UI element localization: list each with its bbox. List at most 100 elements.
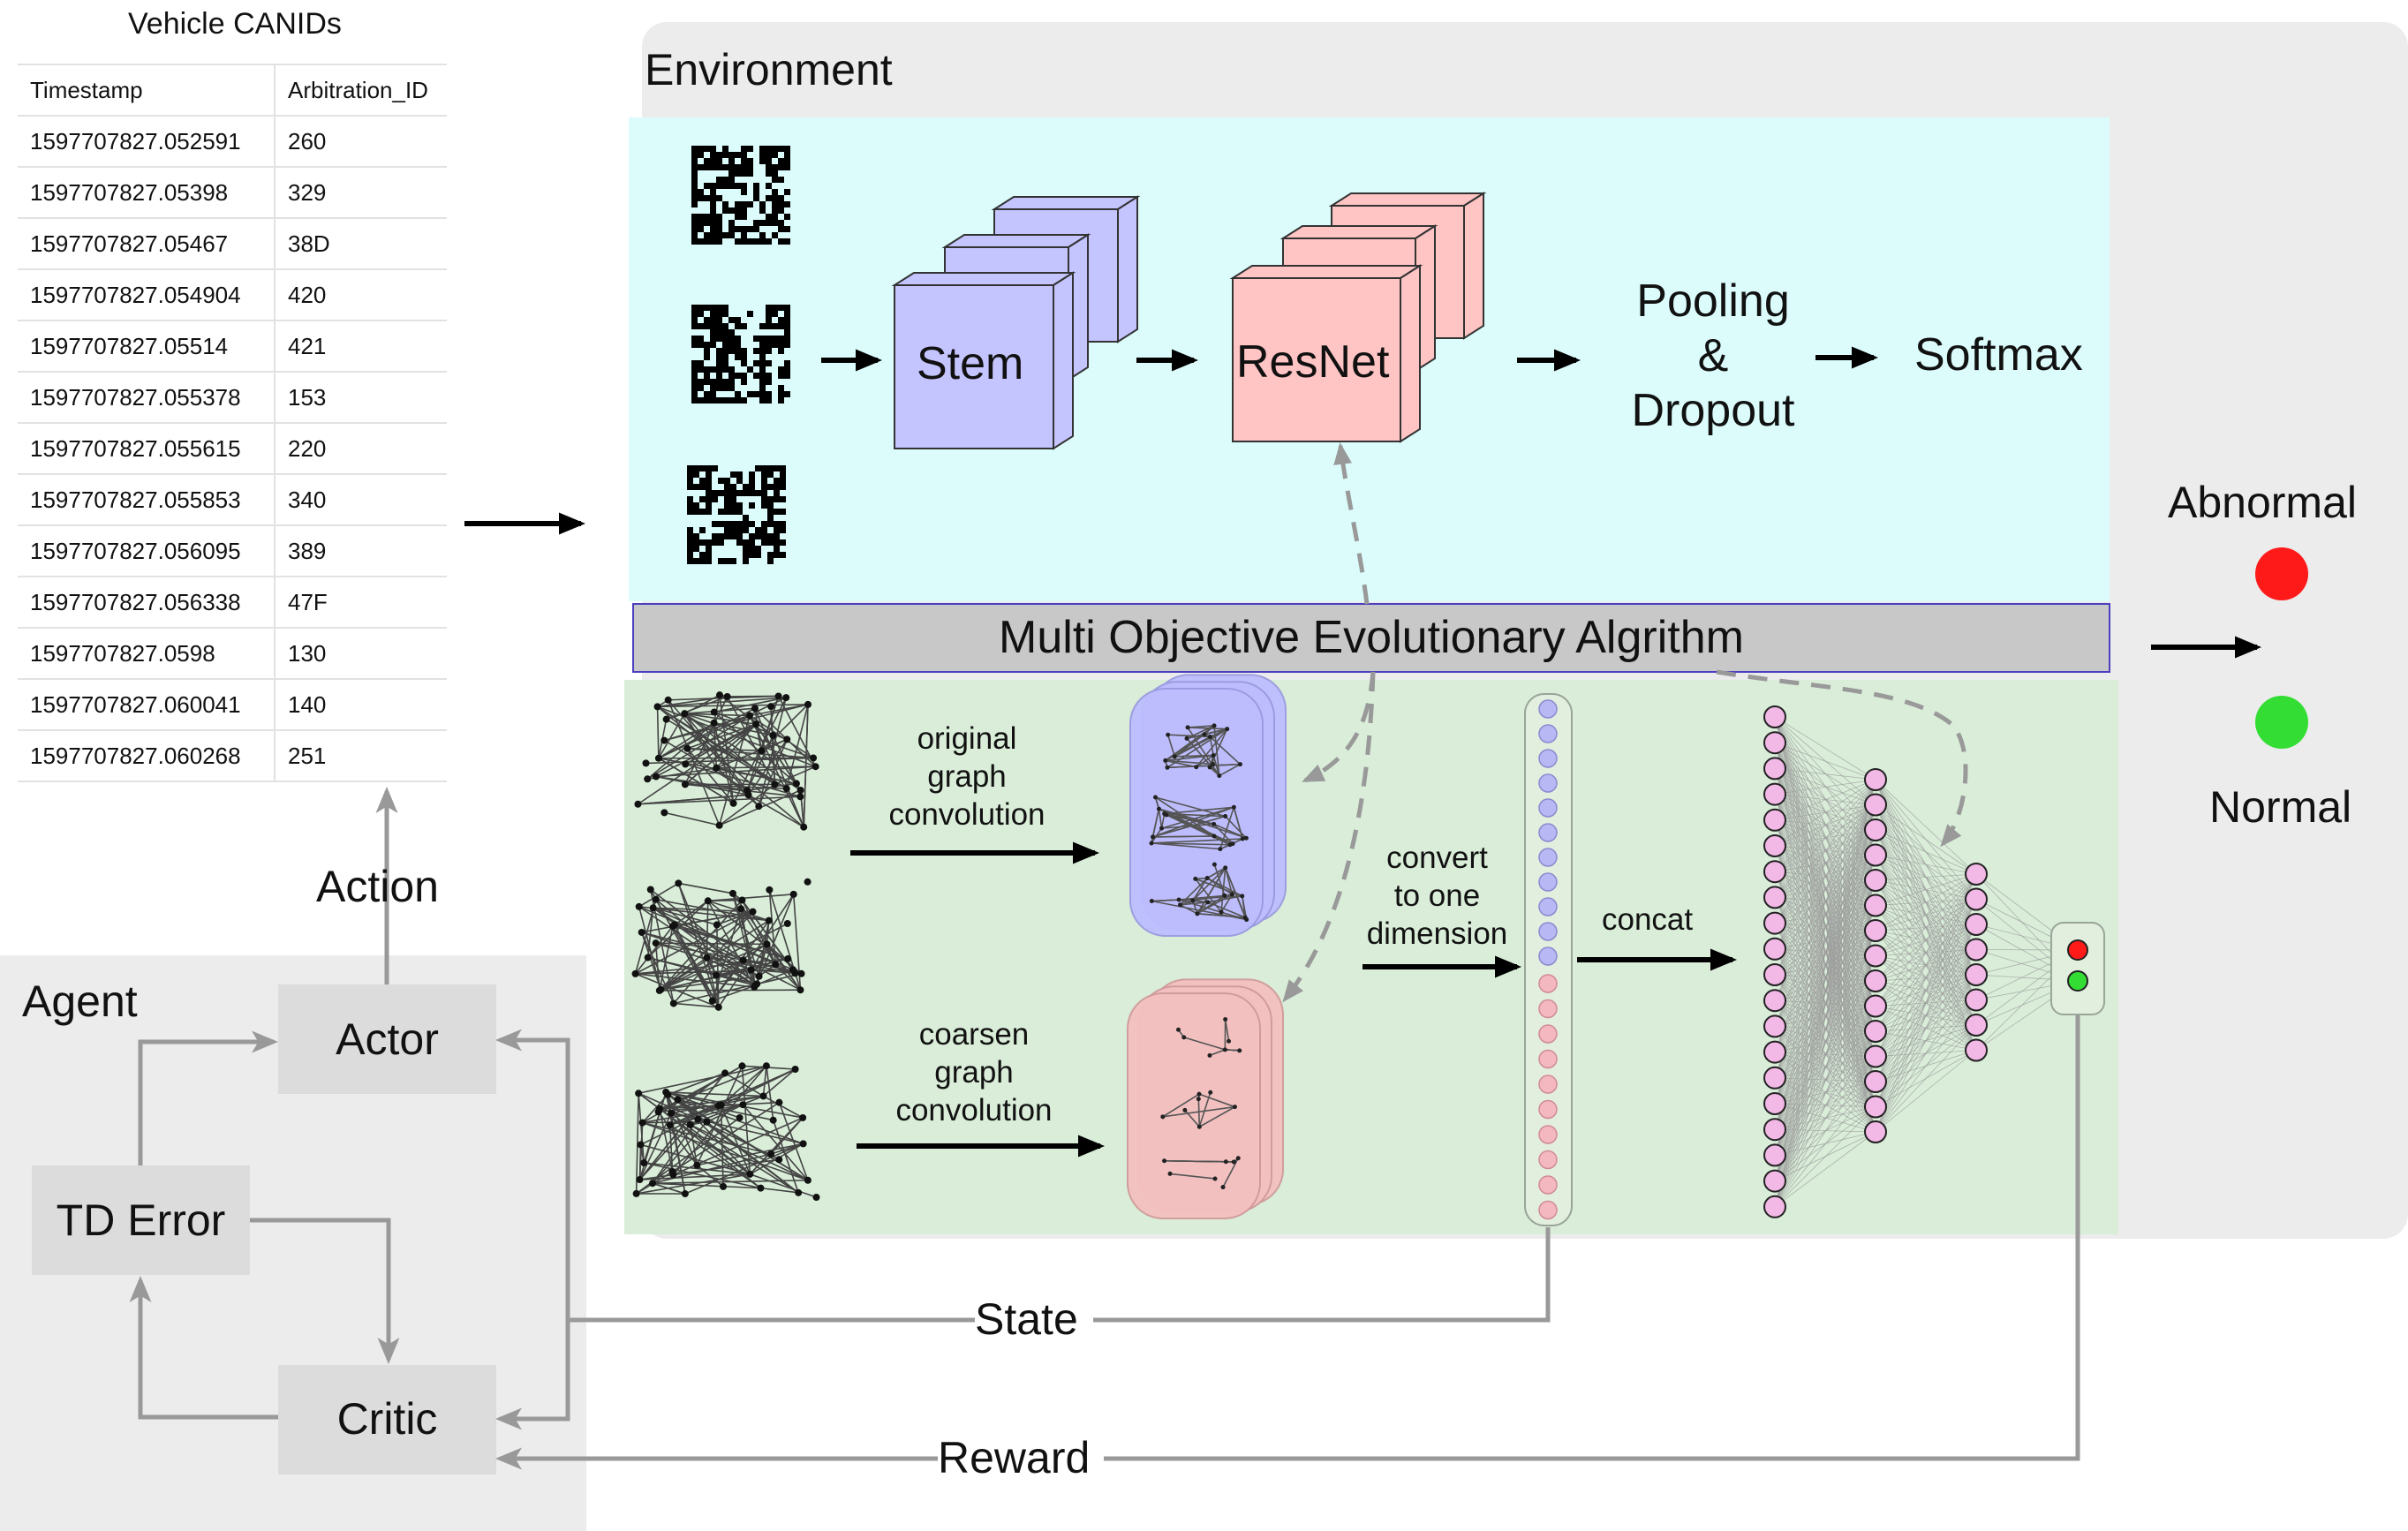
timestamp-cell: 1597707827.05398 <box>18 167 276 219</box>
qr-module <box>722 201 728 207</box>
graph-node <box>1207 765 1212 770</box>
qr-module <box>774 465 780 471</box>
qr-module <box>784 360 790 366</box>
qr-module <box>724 478 730 484</box>
qr-module <box>706 552 712 558</box>
qr-module <box>741 373 747 379</box>
qr-module <box>767 496 774 502</box>
input-graph-1 <box>634 691 819 831</box>
qr-module <box>743 552 749 558</box>
graph-node <box>717 1101 725 1109</box>
mlp-node-layer-3 <box>1965 963 1988 986</box>
qr-module <box>687 539 693 546</box>
graph-node <box>1156 806 1161 811</box>
qr-module <box>704 317 710 323</box>
arbitration-id-cell: 251 <box>275 730 447 782</box>
td-to-actor-arrow <box>138 1030 278 1165</box>
qr-module <box>772 336 778 342</box>
graph-edge <box>667 699 721 826</box>
reward-label: Reward <box>938 1433 1091 1482</box>
qr-module <box>687 527 693 533</box>
qr-module <box>716 214 722 220</box>
qr-module <box>780 521 786 527</box>
qr-module <box>778 207 784 214</box>
qr-module <box>736 490 743 496</box>
mlp-node-layer-1 <box>1763 1169 1786 1193</box>
graph-node <box>649 1180 657 1188</box>
graph-node <box>664 696 672 704</box>
qr-module <box>710 311 716 317</box>
qr-module <box>761 490 767 496</box>
graph-node <box>737 905 745 913</box>
graph-edge <box>750 1173 817 1198</box>
graph-node <box>653 703 661 711</box>
qr-module <box>718 558 724 564</box>
mlp-node-layer-2 <box>1864 1020 1887 1043</box>
qr-code-1 <box>691 146 790 245</box>
qr-module <box>691 342 698 348</box>
qr-module <box>706 484 712 490</box>
qr-module <box>710 323 716 329</box>
mlp-edge <box>1875 829 1977 875</box>
qr-module <box>687 478 693 484</box>
graph-node <box>655 1105 663 1112</box>
graph-edge <box>707 894 794 902</box>
qr-module <box>772 342 778 348</box>
qr-module <box>735 317 741 323</box>
qr-module <box>710 214 716 220</box>
qr-module <box>724 533 730 539</box>
qr-module <box>691 152 698 158</box>
qr-module <box>747 226 753 232</box>
mlp-node-layer-2 <box>1864 894 1887 917</box>
graph-node <box>1160 1114 1166 1120</box>
graph-edge <box>638 882 679 908</box>
graph-edge <box>772 735 776 785</box>
graph-edge <box>1151 808 1160 838</box>
graph-node <box>713 764 721 772</box>
qr-module <box>753 189 759 195</box>
qr-module <box>735 354 741 360</box>
graph-edge <box>1151 842 1220 850</box>
flatten-node-blue <box>1538 922 1558 941</box>
qr-module <box>759 146 766 152</box>
graph-node <box>1184 735 1189 741</box>
qr-module <box>753 226 759 232</box>
arbitration-id-cell: 420 <box>275 269 447 321</box>
mlp-node-layer-2 <box>1864 768 1887 791</box>
qr-module <box>741 146 747 152</box>
graph-edge <box>774 963 802 991</box>
graph-node <box>1231 1159 1236 1165</box>
stem-block <box>891 195 1141 450</box>
graph-node <box>1217 773 1222 779</box>
mlp-edge <box>1774 1006 1876 1207</box>
qr-module <box>767 521 774 527</box>
graph-edge <box>635 973 755 988</box>
qr-module <box>774 484 780 490</box>
qr-module <box>766 379 772 385</box>
qr-module <box>772 207 778 214</box>
graph-node <box>804 700 812 708</box>
mlp-edge <box>1875 873 1977 881</box>
original-gc-stack <box>1129 674 1287 937</box>
graph-edge <box>760 696 780 751</box>
moea-bar <box>632 603 2110 673</box>
graph-edge <box>684 783 787 789</box>
qr-module <box>716 354 722 360</box>
qr-module <box>784 317 790 323</box>
qr-module <box>693 539 699 546</box>
mlp-edge <box>1774 1131 1876 1208</box>
timestamp-cell: 1597707827.060041 <box>18 679 276 731</box>
qr-module <box>704 164 710 170</box>
graph-node <box>804 1176 811 1184</box>
graph-node <box>744 787 751 795</box>
mlp-edge <box>1875 873 1977 1082</box>
graph-edge <box>639 1173 751 1180</box>
resnet-layer-3-top <box>1328 192 1487 207</box>
graph-edge <box>1192 900 1198 915</box>
qr-module <box>716 379 722 385</box>
graph-edge <box>747 739 788 796</box>
graph-edge <box>1186 728 1227 740</box>
qr-module <box>730 521 736 527</box>
qr-module <box>699 509 706 515</box>
